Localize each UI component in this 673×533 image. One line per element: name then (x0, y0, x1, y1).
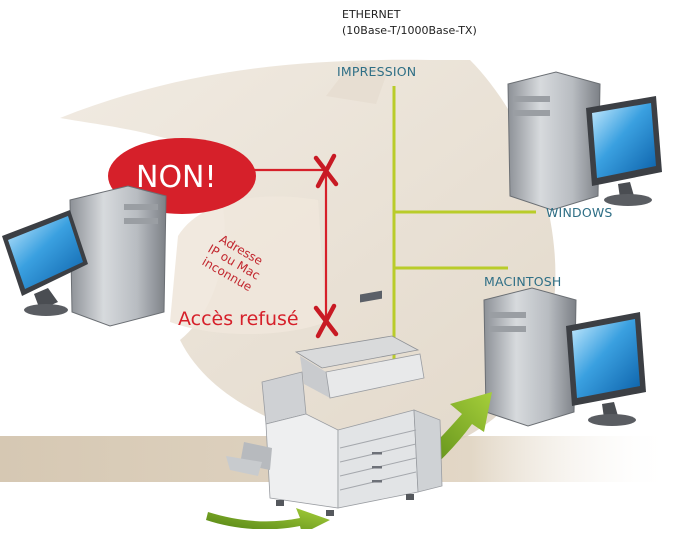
ethernet-spec: (10Base-T/1000Base-TX) (342, 24, 477, 37)
non-label: NON! (136, 160, 217, 195)
impression-label: IMPRESSION (337, 64, 417, 79)
denied-computer-icon (2, 185, 167, 327)
ethernet-bus (392, 86, 536, 372)
windows-label: WINDOWS (546, 205, 613, 220)
windows-computer-icon (507, 71, 662, 211)
denied-paper (170, 196, 326, 335)
access-refused-label: Accès refusé (178, 308, 299, 330)
macintosh-computer-icon (483, 287, 646, 427)
output-arrow-bottom (206, 508, 330, 533)
blocked-x-mark-top (313, 153, 339, 189)
denied-link (250, 168, 328, 320)
macintosh-label: MACINTOSH (484, 274, 562, 289)
blocked-x-mark-bottom (313, 303, 339, 339)
ethernet-title: ETHERNET (342, 8, 401, 21)
printer-icon (226, 290, 443, 516)
paper-flap (326, 62, 388, 104)
